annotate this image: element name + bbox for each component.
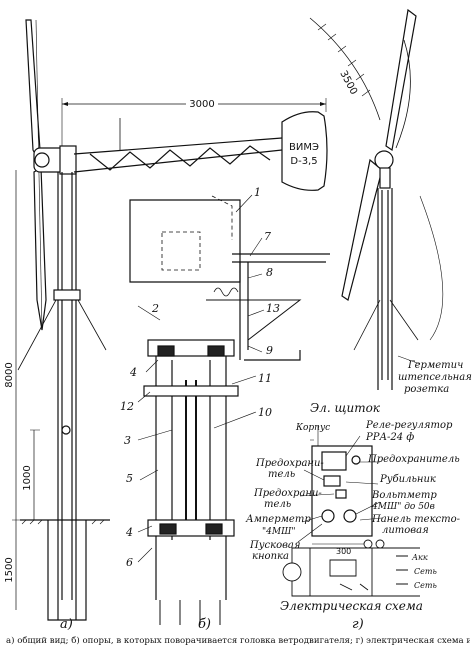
dim-span-diagonal: 3500 <box>337 69 359 97</box>
regulator-line-1: Реле-регулятор <box>365 420 453 431</box>
tail-vane <box>281 111 328 191</box>
fuse-right-label: Предохранитель <box>367 454 460 465</box>
ground-line <box>20 519 110 621</box>
dim-span-horizontal: 3000 <box>189 99 214 110</box>
tail-boom <box>73 137 283 173</box>
view-a-general: 3000 ВИМЭ D-3,5 8000 1000 1500 <box>4 19 328 621</box>
sweep-arc <box>309 17 381 121</box>
starter-line-2: кнопка <box>252 551 289 562</box>
view-folded-position: 3500 Герметич штепсельная розетка <box>309 8 472 395</box>
socket-label-line-3: розетка <box>404 384 449 395</box>
plate-line-2: D-3,5 <box>290 156 317 167</box>
mast <box>57 172 77 620</box>
starter-line-1: Пусковая <box>249 540 301 551</box>
part-number-7: 7 <box>264 230 271 243</box>
panel-case-label: Корпус <box>295 423 330 433</box>
net-label-2: Сеть <box>414 581 437 590</box>
subfigure-label-b: б) <box>198 617 211 632</box>
voltmeter-line-2: 4МШ" до 50в <box>371 502 435 512</box>
ammeter-line-1: Амперметр <box>245 514 311 525</box>
acc-label: Акк <box>411 553 428 562</box>
net-label-1: Сеть <box>414 567 437 576</box>
part-number-5: 5 <box>126 472 133 485</box>
textolite-line-2: литовая <box>382 525 429 536</box>
switch-label: Рубильник <box>379 474 436 485</box>
subfigure-label-a: а) <box>60 617 73 632</box>
bracket <box>232 253 330 361</box>
generator-symbol <box>282 562 302 582</box>
part-number-3: 3 <box>124 434 131 447</box>
turbine-blade <box>25 19 47 331</box>
fuse-left-1-line-1: Предохрани- <box>255 458 324 469</box>
ammeter-line-2: "4МШ" <box>262 527 296 537</box>
socket-label-line-1: Герметич <box>407 360 463 371</box>
schematic-title: Электрическая схема <box>280 599 423 613</box>
part-number-10: 10 <box>258 406 272 419</box>
fuse-left-2-line-2: тель <box>264 499 291 510</box>
figure-caption: а) общий вид; б) опоры, в которых повора… <box>6 636 470 646</box>
fuse-left-2-line-1: Предохрани- <box>253 488 322 499</box>
voltmeter-line-1: Вольтметр <box>371 490 437 501</box>
part-number-8: 8 <box>266 266 273 279</box>
folded-mast <box>377 188 393 390</box>
panel-width-dim: 300 <box>336 547 351 556</box>
part-number-4b: 4 <box>125 526 133 539</box>
view-b-bearings: 1 2 3 4 4 5 6 7 8 9 10 11 12 13 <box>120 186 330 625</box>
socket-label-line-2: штепсельная <box>398 372 472 383</box>
wiring-schematic <box>282 539 420 597</box>
dim-depth: 1500 <box>4 557 15 582</box>
guy-wires <box>17 299 107 371</box>
part-number-11: 11 <box>258 372 272 385</box>
part-number-6: 6 <box>126 556 133 569</box>
part-number-4a: 4 <box>129 366 137 379</box>
part-number-2: 2 <box>151 302 159 315</box>
support-tube <box>155 340 227 600</box>
textolite-line-1: Панель тексто- <box>371 514 461 525</box>
part-number-9: 9 <box>266 344 273 357</box>
regulator-line-2: РРА-24 ф <box>365 432 414 443</box>
part-number-13: 13 <box>266 302 280 315</box>
dim-height-total: 8000 <box>4 362 15 387</box>
part-number-12: 12 <box>120 400 134 413</box>
view-g-electrical-panel: Эл. щиток Корпус Реле-регулятор РРА-24 ф… <box>245 401 461 613</box>
panel-title: Эл. щиток <box>310 401 381 415</box>
subfigure-label-g: г) <box>352 617 364 632</box>
dim-height-mid: 1000 <box>22 465 33 490</box>
part-number-1: 1 <box>254 186 261 199</box>
plate-line-1: ВИМЭ <box>289 142 319 153</box>
fuse-left-1-line-2: тель <box>268 469 295 480</box>
